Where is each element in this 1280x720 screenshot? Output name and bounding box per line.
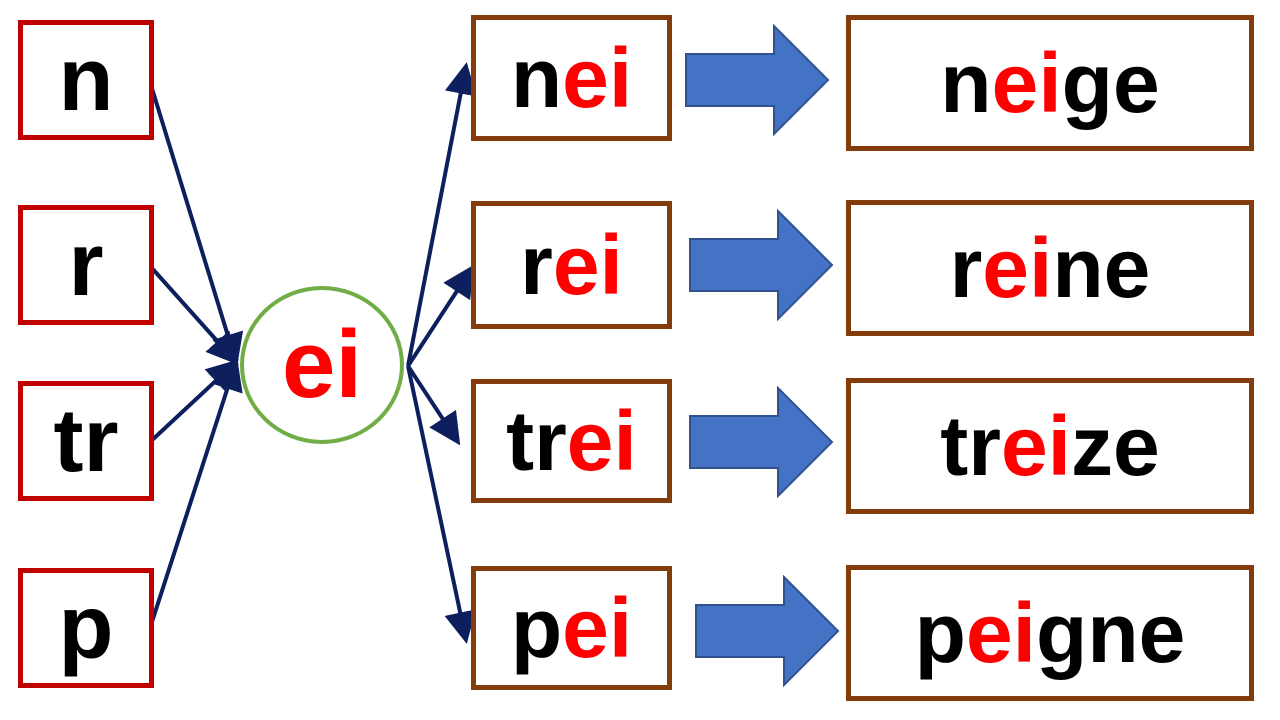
connector-n-to-hub	[148, 81, 244, 366]
syllable-prefix: tr	[506, 394, 567, 488]
consonant-box-p: p	[18, 568, 154, 688]
connector-hub-to-pei	[406, 365, 476, 644]
syllable-highlight: ei	[552, 218, 623, 312]
word-after: ne	[1052, 221, 1151, 315]
right-arrow-icon	[689, 386, 834, 498]
connector-hub-to-nei	[406, 62, 477, 367]
syllable-highlight: ei	[566, 394, 637, 488]
word-after: ge	[1061, 36, 1160, 130]
word-highlight: ei	[991, 36, 1062, 130]
consonant-text: r	[68, 215, 104, 315]
consonant-box-n: n	[18, 20, 154, 140]
word-after: gne	[1036, 586, 1186, 680]
syllable-highlight: ei	[562, 31, 633, 125]
consonant-text: p	[58, 578, 114, 678]
word-highlight: ei	[1000, 399, 1071, 493]
consonant-text: n	[58, 30, 114, 130]
word-before: n	[940, 36, 992, 130]
word-highlight: ei	[982, 221, 1053, 315]
word-before: tr	[940, 399, 1001, 493]
word-highlight: ei	[965, 586, 1037, 680]
word-before: p	[914, 586, 966, 680]
center-hub-label: ei	[281, 311, 363, 418]
consonant-box-r: r	[18, 205, 154, 325]
consonant-text: tr	[53, 391, 119, 491]
center-hub: ei	[240, 286, 404, 444]
word-before: r	[949, 221, 983, 315]
connector-hub-to-rei	[406, 264, 475, 368]
consonant-box-tr: tr	[18, 381, 154, 501]
right-arrow-icon	[685, 24, 830, 136]
syllable-highlight: ei	[562, 581, 633, 675]
syllable-prefix: r	[520, 218, 553, 312]
right-arrow-icon	[695, 575, 840, 687]
syllable-prefix: p	[510, 581, 563, 675]
connector-hub-to-trei	[406, 364, 461, 446]
word-after: ze	[1071, 399, 1160, 493]
right-arrow-icon	[689, 209, 834, 321]
syllable-prefix: n	[510, 31, 563, 125]
connector-p-to-hub	[148, 358, 243, 629]
connector-r-to-hub	[148, 264, 239, 365]
